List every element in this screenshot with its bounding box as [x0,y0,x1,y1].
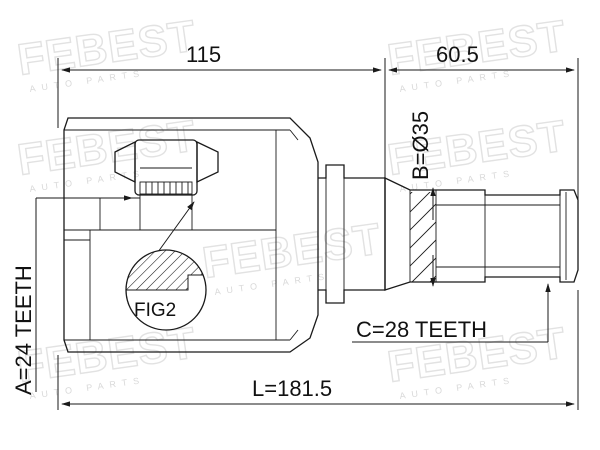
dimension-inner-teeth-label: A=24 TEETH [11,265,36,395]
dimension-115-label: 115 [186,42,221,67]
joint-housing [63,117,319,353]
dimension-60-5-label: 60.5 [436,42,479,67]
dimension-outer-teeth-label: C=28 TEETH [356,317,487,342]
dimension-total-length: L=181.5 [57,290,579,410]
dimension-diameter-label: B=Ø35 [408,111,433,180]
dimension-60-5: 60.5 [388,42,579,200]
fig2-label: FIG2 [134,300,176,321]
fig2-detail: FIG2 [125,201,207,331]
dimension-diameter: B=Ø35 [408,111,436,287]
dimension-inner-teeth: A=24 TEETH [11,195,133,395]
spline-shaft [384,176,579,291]
dimension-total-length-label: L=181.5 [252,376,332,401]
dimension-outer-teeth: C=28 TEETH [352,283,551,343]
tripod-roller [114,139,219,230]
dimension-115: 115 [57,42,386,180]
